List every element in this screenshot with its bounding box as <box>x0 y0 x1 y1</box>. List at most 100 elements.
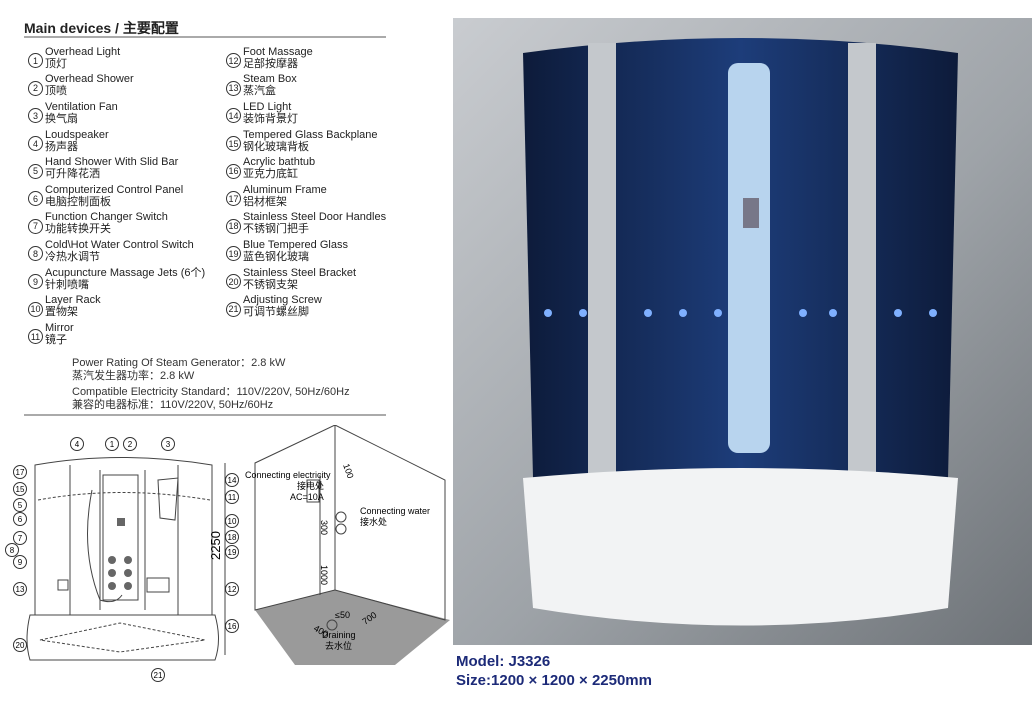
callout-number: 9 <box>18 558 23 567</box>
item-number: 21 <box>226 301 241 317</box>
dim-drain-diameter: ≤50 <box>335 610 350 620</box>
callout-circle <box>225 582 239 596</box>
installation-diagram: Connecting electricity 接电处 AC=10A Connec… <box>245 425 450 665</box>
item-name-zh: 功能转换开关 <box>45 223 111 236</box>
callout-number: 15 <box>16 485 25 494</box>
item-number: 6 <box>28 191 43 207</box>
item-name-en: Stainless Steel Door Handles <box>243 211 387 224</box>
item-name-en: Foot Massage <box>243 45 313 58</box>
item-number: 20 <box>226 274 241 290</box>
callout-circle <box>105 437 119 451</box>
dim-100: 100 <box>341 462 356 480</box>
shower-cabin-illustration <box>523 38 958 626</box>
callout-number: 11 <box>228 493 237 502</box>
item-name-en: Tempered Glass Backplane <box>243 128 378 141</box>
power-rating-zh: 蒸汽发生器功率：2.8 kW <box>72 369 195 382</box>
item-name-en: Function Changer Switch <box>45 211 168 224</box>
item-number: 13 <box>226 80 241 96</box>
callout-number: 18 <box>228 533 237 542</box>
electricity-standard-en: Compatible Electricity Standard：110V/220… <box>72 386 350 398</box>
item-number: 12 <box>226 53 241 69</box>
callout-number: 14 <box>228 476 237 485</box>
page-title: Main devices / 主要配置 <box>24 20 179 36</box>
callout-number: 3 <box>166 440 171 449</box>
item-name-zh: 亚克力底缸 <box>243 168 298 181</box>
item-number: 10 <box>28 301 43 317</box>
connecting-water-zh: 接水处 <box>360 516 387 527</box>
item-name-en: Acrylic bathtub <box>243 156 316 169</box>
callout-circle <box>70 437 84 451</box>
callout-circle <box>13 531 27 545</box>
callout-circle <box>13 512 27 526</box>
callout-circle <box>13 482 27 496</box>
item-number: 17 <box>226 191 241 207</box>
item-name-zh: 钢化玻璃背板 <box>243 140 309 153</box>
item-number: 8 <box>28 246 43 262</box>
item-name-en: Steam Box <box>243 73 297 86</box>
item-number: 3 <box>28 108 43 124</box>
callout-circle <box>5 543 19 557</box>
product-photo <box>453 18 1032 645</box>
item-number: 7 <box>28 218 43 234</box>
item-name-en: Aluminum Frame <box>243 183 327 196</box>
callout-circle <box>13 555 27 569</box>
draining-label: Draining <box>322 630 356 640</box>
callout-number: 13 <box>16 585 25 594</box>
callout-number: 1 <box>110 440 115 449</box>
item-number: 16 <box>226 163 241 179</box>
callout-circle <box>13 638 27 652</box>
callout-number: 7 <box>18 534 23 543</box>
item-name-zh: 不锈钢门把手 <box>243 223 309 236</box>
callout-circle <box>13 582 27 596</box>
item-name-en: Stainless Steel Bracket <box>243 266 357 279</box>
callout-circle <box>225 490 239 504</box>
callout-number: 17 <box>16 468 25 477</box>
callout-number: 10 <box>228 517 237 526</box>
callout-number: 21 <box>154 671 163 680</box>
height-dimension: 2250 <box>208 531 223 560</box>
item-name-en: Computerized Control Panel <box>45 183 184 196</box>
callout-number: 12 <box>228 585 237 594</box>
item-name-zh: 顶灯 <box>45 57 67 70</box>
callout-number: 20 <box>16 641 25 650</box>
dim-300: 300 <box>319 520 329 535</box>
draining-zh: 去水位 <box>325 640 352 651</box>
item-name-zh: 换气扇 <box>45 112 78 125</box>
item-name-en: Overhead Light <box>45 45 121 58</box>
item-name-zh: 不锈钢支架 <box>243 278 298 291</box>
callout-circle <box>13 498 27 512</box>
item-name-zh: 可升降花洒 <box>45 168 100 181</box>
item-name-en: Hand Shower With Slid Bar <box>45 156 179 169</box>
item-number: 1 <box>28 53 43 69</box>
item-number: 18 <box>226 218 241 234</box>
item-name-en: LED Light <box>243 100 292 113</box>
item-name-zh: 扬声器 <box>45 140 78 153</box>
connecting-electricity-label: Connecting electricity <box>245 470 331 480</box>
item-name-en: Acupuncture Massage Jets (6个) <box>45 266 206 279</box>
item-number: 15 <box>226 136 241 152</box>
item-number: 9 <box>28 274 43 290</box>
item-name-zh: 置物架 <box>45 306 78 319</box>
power-rating-en: Power Rating Of Steam Generator：2.8 kW <box>72 357 286 369</box>
callout-circle <box>225 473 239 487</box>
callout-circle <box>225 530 239 544</box>
callout-circle <box>225 514 239 528</box>
callout-circle <box>151 668 165 682</box>
item-name-zh: 蓝色钢化玻璃 <box>243 250 309 263</box>
item-number: 4 <box>28 136 43 152</box>
